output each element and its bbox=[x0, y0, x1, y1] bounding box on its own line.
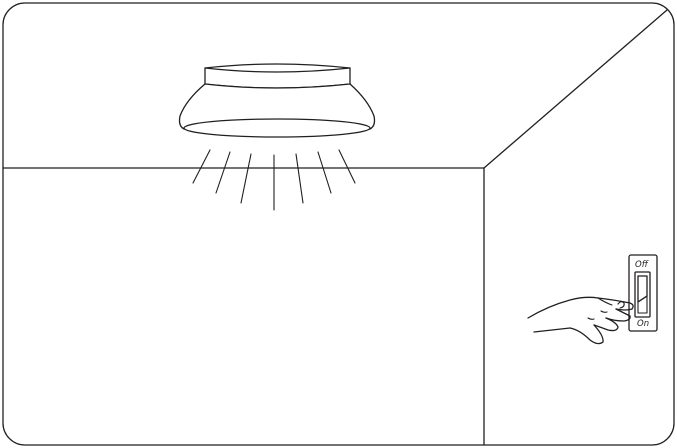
pointing-hand-icon bbox=[527, 296, 634, 345]
switch-on-label: On bbox=[637, 319, 649, 329]
lamp-rim bbox=[183, 118, 371, 138]
wall-switch-icon: Off On bbox=[628, 254, 658, 332]
corner-line-diagonal bbox=[483, 9, 668, 169]
lamp-base bbox=[204, 63, 351, 89]
light-rays-icon bbox=[192, 149, 356, 211]
switch-off-label: Off bbox=[635, 260, 649, 270]
ceiling-lamp-icon bbox=[178, 63, 376, 138]
